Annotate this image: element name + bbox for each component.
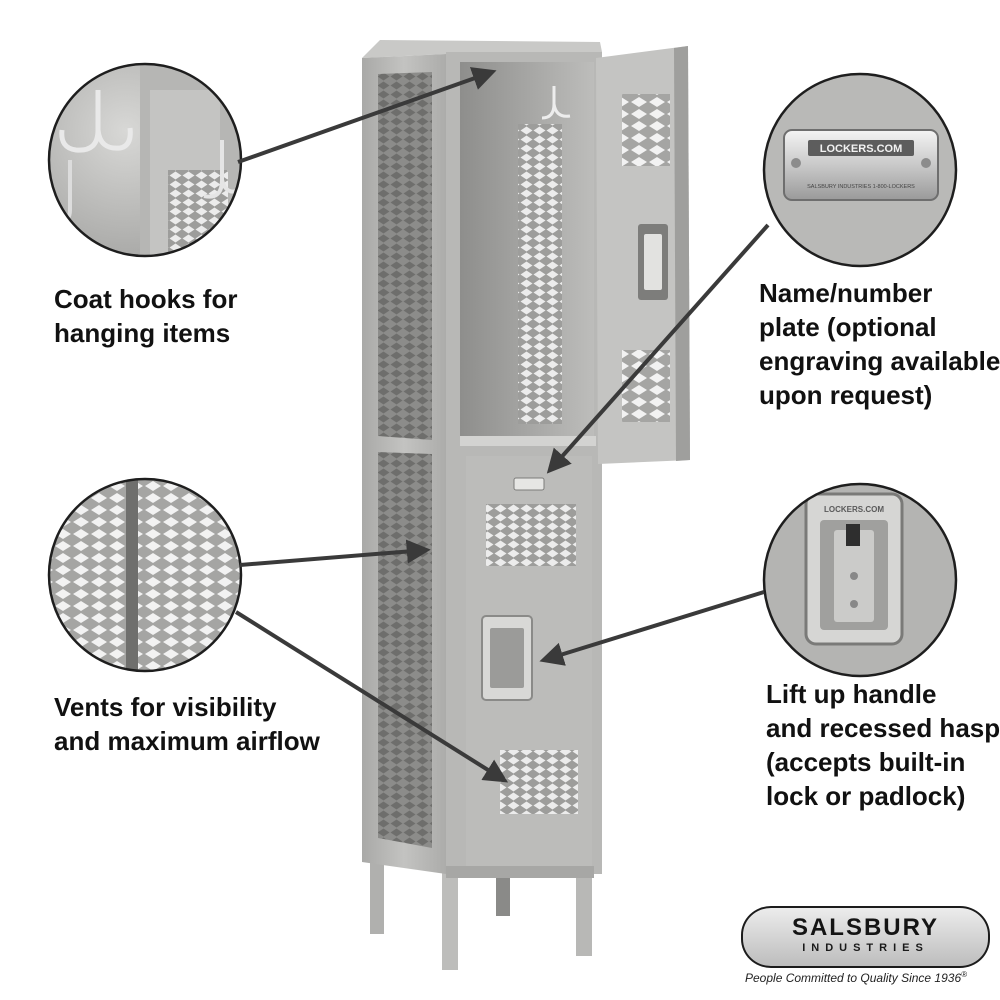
lower-door-vent-bottom bbox=[500, 750, 578, 814]
door-vent-top bbox=[622, 94, 670, 166]
lower-door-number-plate bbox=[513, 477, 545, 491]
caption-handle-line-1: Lift up handle bbox=[766, 679, 937, 709]
zoom-name-plate: LOCKERS.COM SALSBURY INDUSTRIES 1-800-LO… bbox=[762, 72, 958, 268]
arrow-name-plate bbox=[546, 223, 770, 474]
logo-name: SALSBURY bbox=[791, 914, 940, 941]
caption-handle-line-2: and recessed hasp bbox=[766, 713, 1000, 743]
locker-leg-front-left bbox=[442, 870, 458, 970]
caption-name-plate-line-1: Name/number bbox=[759, 278, 933, 308]
salsbury-logo: SALSBURY INDUSTRIES bbox=[741, 906, 990, 968]
logo-tagline: People Committed to Quality Since 1936® bbox=[745, 970, 968, 985]
upper-door-edge bbox=[674, 46, 690, 461]
locker-leg-rear bbox=[496, 870, 510, 916]
logo-subtitle: INDUSTRIES bbox=[802, 942, 929, 954]
side-vent-lower bbox=[378, 452, 432, 848]
door-latch-handle bbox=[644, 234, 662, 290]
interior-back-vent bbox=[518, 124, 562, 424]
locker-leg-left bbox=[370, 862, 384, 934]
caption-vents-line-1: Vents for visibility bbox=[54, 692, 277, 722]
plate-brand-text: LOCKERS.COM bbox=[820, 143, 903, 155]
caption-name-plate-line-2: plate (optional bbox=[759, 312, 937, 342]
zoom-vents bbox=[47, 477, 243, 673]
interior-shelf bbox=[460, 436, 596, 446]
plate-screw-left bbox=[791, 158, 801, 168]
locker-top bbox=[362, 40, 602, 58]
lower-door-handle-inner bbox=[490, 628, 524, 688]
locker-leg-front-right bbox=[576, 866, 592, 956]
arrow-vents-lower bbox=[234, 610, 509, 783]
callout-arrows bbox=[234, 67, 770, 783]
caption-vents: Vents for visibility and maximum airflow bbox=[54, 690, 320, 758]
zoom-coat-hooks bbox=[47, 62, 243, 258]
interior-coat-hook bbox=[541, 86, 571, 120]
caption-coat-hooks-line-1: Coat hooks for bbox=[54, 284, 238, 314]
caption-name-plate: Name/number plate (optional engraving av… bbox=[759, 276, 1000, 412]
locker-base bbox=[446, 866, 594, 878]
caption-name-plate-line-3: engraving available bbox=[759, 346, 1000, 376]
plate-fine-print: SALSBURY INDUSTRIES 1-800-LOCKERS bbox=[807, 184, 915, 190]
zoom-handle: LOCKERS.COM bbox=[762, 482, 958, 678]
zoom-hook-1 bbox=[59, 90, 133, 153]
caption-handle: Lift up handle and recessed hasp (accept… bbox=[766, 677, 1000, 813]
arrow-vents-upper bbox=[239, 539, 431, 567]
zoom-hasp-slot bbox=[846, 524, 860, 546]
locker bbox=[362, 40, 690, 970]
lower-door-vent-top bbox=[486, 504, 576, 566]
arrow-coat-hooks bbox=[237, 67, 497, 164]
zoom-vent-seam bbox=[126, 479, 138, 671]
side-vent-upper bbox=[378, 72, 432, 440]
caption-name-plate-line-4: upon request) bbox=[759, 380, 933, 410]
zoom-handle-screw-2 bbox=[850, 600, 858, 608]
caption-handle-line-4: lock or padlock) bbox=[766, 781, 966, 811]
logo-badge bbox=[741, 906, 990, 968]
handle-stamp-text: LOCKERS.COM bbox=[824, 505, 884, 514]
caption-coat-hooks-line-2: hanging items bbox=[54, 318, 231, 348]
logo-tagline-text: People Committed to Quality Since 1936 bbox=[745, 971, 962, 985]
plate-screw-right bbox=[921, 158, 931, 168]
arrow-handle bbox=[539, 590, 765, 666]
caption-coat-hooks: Coat hooks for hanging items bbox=[54, 282, 237, 350]
caption-handle-line-3: (accepts built-in bbox=[766, 747, 966, 777]
caption-vents-line-2: and maximum airflow bbox=[54, 726, 320, 756]
zoom-handle-screw-1 bbox=[850, 572, 858, 580]
